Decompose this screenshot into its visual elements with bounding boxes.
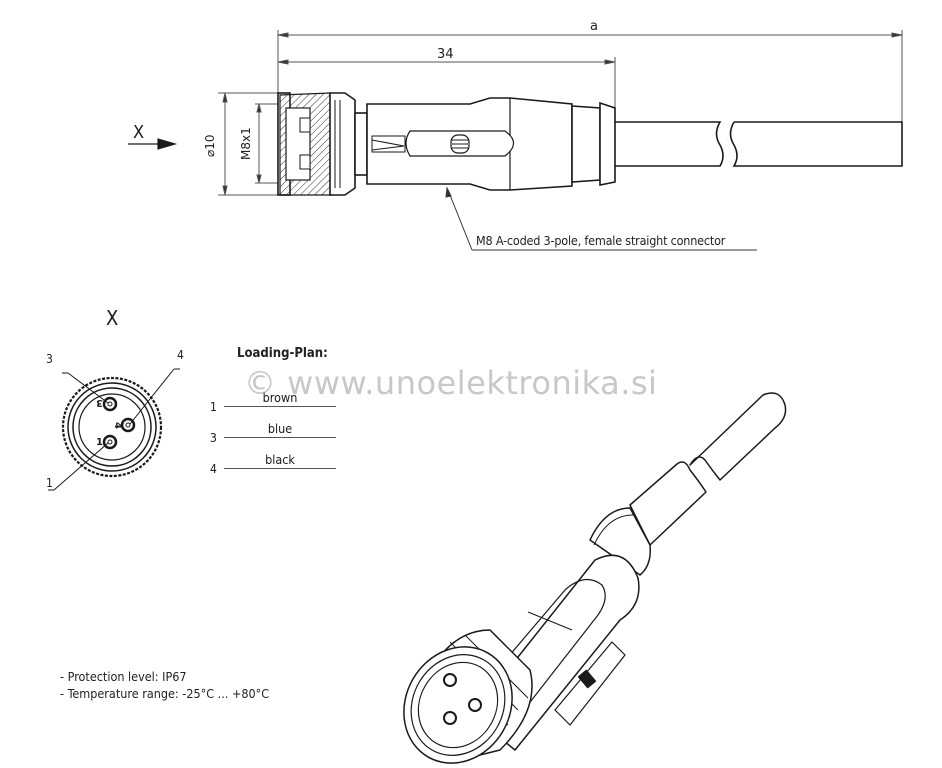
dim-34-label: 34 xyxy=(437,47,454,62)
watermark: © www.unoelektronika.si xyxy=(244,364,658,402)
connector-side-body xyxy=(277,92,616,196)
callout-leader xyxy=(445,186,757,251)
dimension-34 xyxy=(277,57,616,110)
view-direction-label: X xyxy=(133,122,145,143)
svg-text:1: 1 xyxy=(96,437,103,448)
pin-callout-3: 3 xyxy=(46,352,53,366)
loading-plan-row: 4 black xyxy=(210,449,336,476)
svg-text:3: 3 xyxy=(96,397,103,408)
note-protection-level: - Protection level: IP67 xyxy=(60,669,187,684)
side-view-drawing: a 34 ⌀10 M8x1 xyxy=(128,19,903,251)
pin-callout-1: 1 xyxy=(46,476,53,490)
pin-callout-4: 4 xyxy=(177,348,184,362)
loading-plan-row: 1 brown xyxy=(210,387,336,414)
dim-thread-label: M8x1 xyxy=(239,127,253,160)
front-view-label: X xyxy=(106,306,119,330)
note-temperature-range: - Temperature range: -25°C ... +80°C xyxy=(60,686,270,701)
callout-text: M8 A-coded 3-pole, female straight conne… xyxy=(476,233,726,248)
divider xyxy=(224,406,336,407)
isometric-connector-drawing xyxy=(403,392,787,764)
front-view-drawing: 3 4 1 xyxy=(48,368,180,491)
cable-side xyxy=(615,121,903,167)
svg-text:4: 4 xyxy=(112,422,123,429)
divider xyxy=(224,468,336,469)
loading-plan-title: Loading-Plan: xyxy=(237,346,328,361)
pin-number: 1 xyxy=(210,400,217,414)
divider xyxy=(224,437,336,438)
dim-a-label: a xyxy=(590,19,598,34)
pin-number: 3 xyxy=(210,431,217,445)
wire-color: blue xyxy=(267,421,293,436)
dim-diameter-label: ⌀10 xyxy=(203,135,217,158)
wire-color: brown xyxy=(262,390,298,405)
spec-notes: - Protection level: IP67 - Temperature r… xyxy=(60,668,269,702)
loading-plan-row: 3 blue xyxy=(210,418,336,445)
dimension-a xyxy=(277,30,903,125)
wire-color: black xyxy=(265,452,295,467)
pin-number: 4 xyxy=(210,462,217,476)
view-arrow xyxy=(128,138,178,150)
